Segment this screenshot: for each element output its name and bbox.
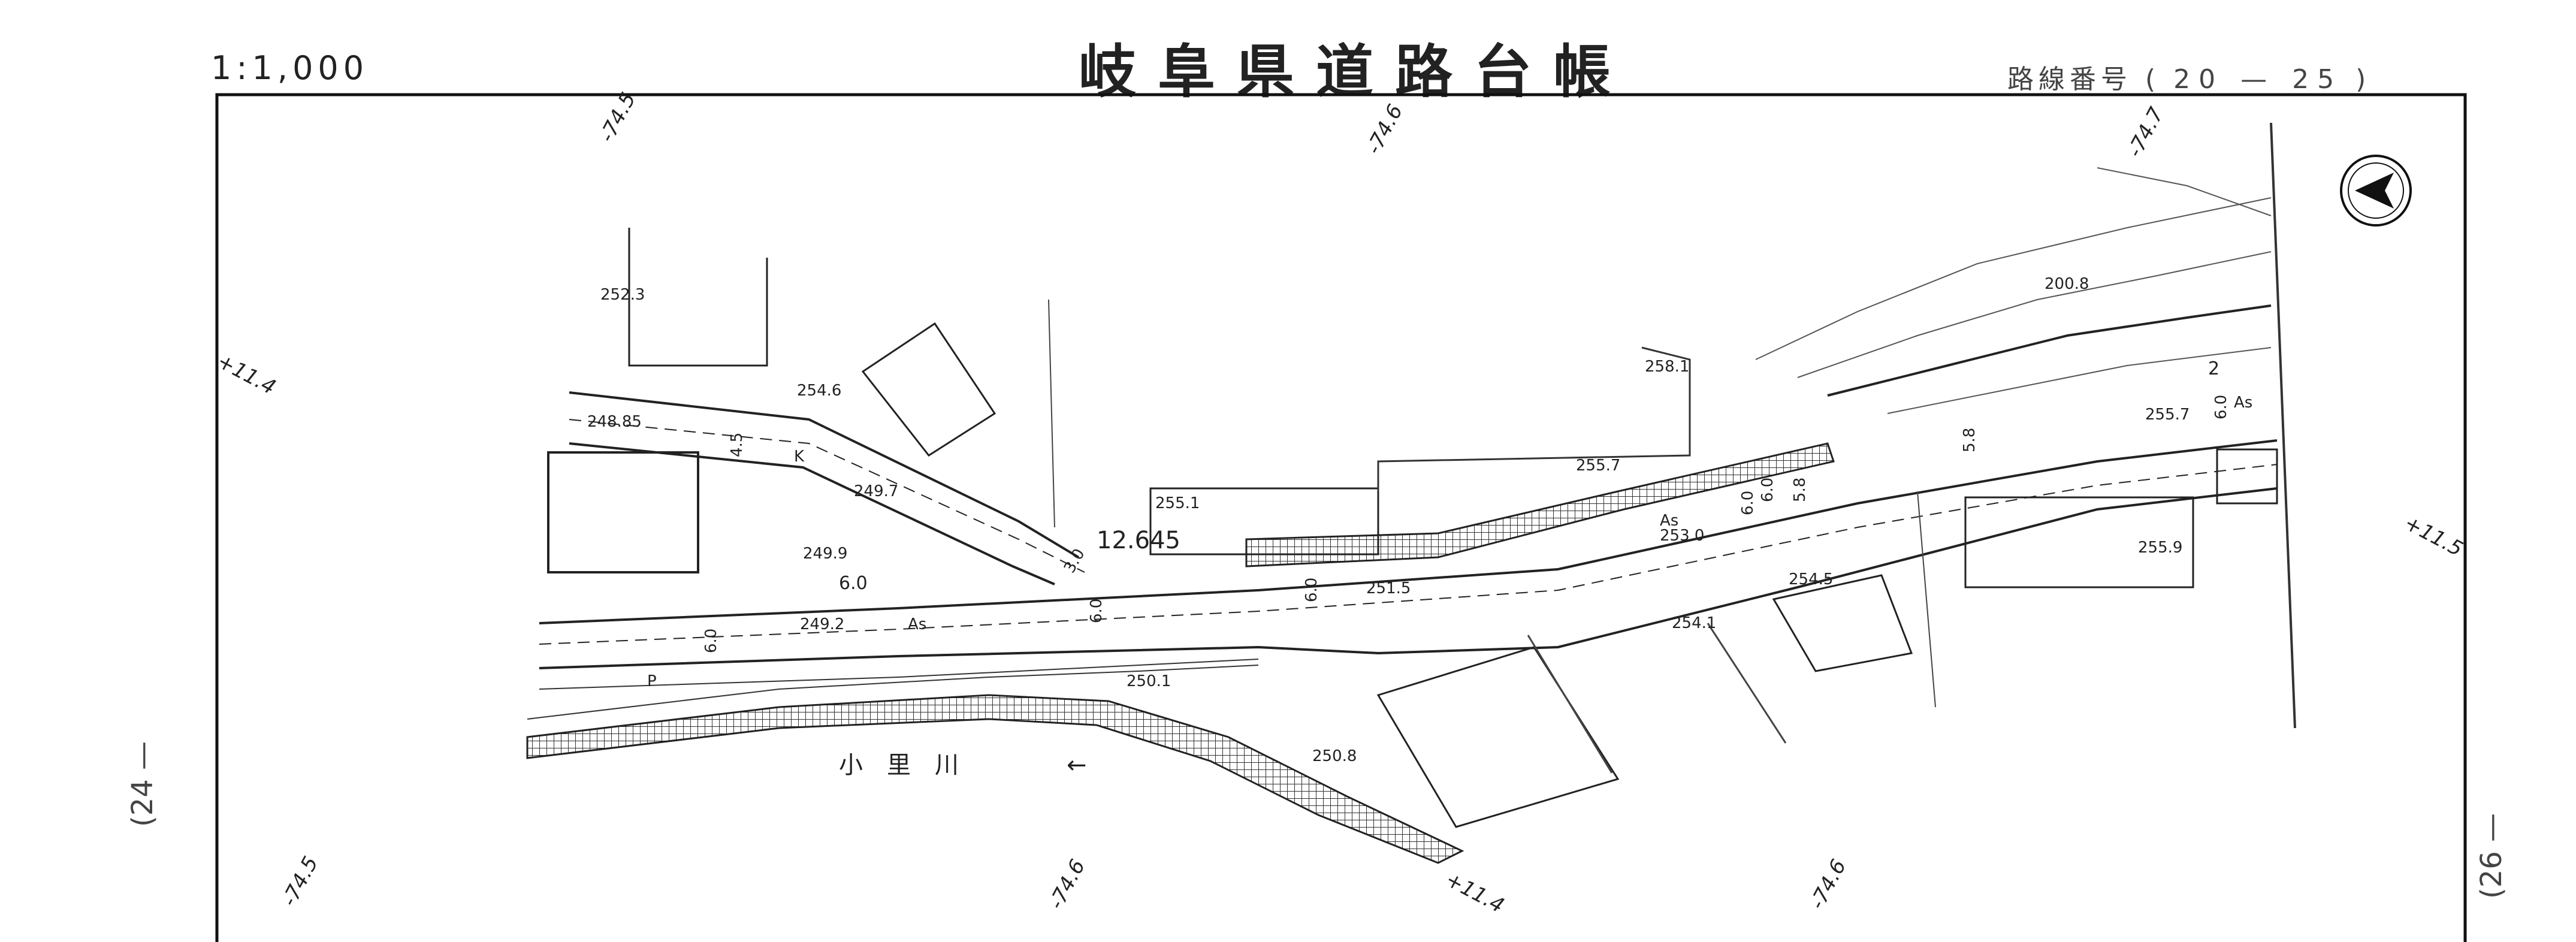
elevation-label: 12.645 xyxy=(1097,527,1180,554)
contour-line xyxy=(1827,304,2272,397)
building-lower-right xyxy=(1772,574,1913,672)
route-label: 路線番号 xyxy=(2007,64,2132,95)
river-flow-arrow: ← xyxy=(1067,751,1087,779)
upper-road-centerline xyxy=(569,419,1085,573)
grid-coord-bottom-1: -74.5 xyxy=(277,853,324,910)
field-boundary xyxy=(1707,623,1787,744)
field-boundary xyxy=(1377,346,1691,491)
field-boundary xyxy=(1527,635,1613,774)
map-frame xyxy=(215,93,2467,942)
retaining-wall-strip xyxy=(1245,442,1835,567)
elevation-label: 258.1 xyxy=(1645,358,1689,376)
elevation-label: 253.0 xyxy=(1660,527,1704,545)
road-label-p: P xyxy=(647,672,657,690)
dimension-label: 6.0 xyxy=(1739,491,1757,515)
main-road-north-edge xyxy=(539,439,2278,624)
upper-road-north-edge xyxy=(569,391,1080,558)
elevation-label: 254.6 xyxy=(797,382,841,400)
building-upper-left xyxy=(628,228,768,367)
grid-coord-left: +11.4 xyxy=(213,349,280,400)
elevation-label: 249.9 xyxy=(803,545,847,563)
building-left xyxy=(547,451,699,573)
grid-coord-right: +11.5 xyxy=(2400,511,2467,561)
main-road-side-line xyxy=(539,659,1259,690)
grid-coord-top-2: -74.6 xyxy=(1362,101,1408,158)
dimension-label: 4.5 xyxy=(728,433,746,457)
road-label-as: As xyxy=(908,615,926,633)
river-band xyxy=(526,694,1464,864)
building-lower-mid xyxy=(1376,646,1620,828)
building-center-row xyxy=(1149,487,1379,555)
field-boundary xyxy=(1917,491,1936,708)
contour-line xyxy=(1887,347,2272,414)
elevation-label: 248.85 xyxy=(587,413,642,431)
route-open-paren: ( xyxy=(2145,64,2161,95)
contour-line xyxy=(1797,251,2272,378)
dimension-label: 6.0 xyxy=(2212,395,2230,419)
contour-line xyxy=(2097,167,2272,216)
road-label-k: K xyxy=(794,448,805,466)
elevation-label: 255.1 xyxy=(1155,494,1200,512)
elevation-label: 250.1 xyxy=(1127,672,1171,690)
elevation-label: 249.2 xyxy=(800,615,844,633)
elevation-label: 251.5 xyxy=(1366,579,1411,597)
elevation-label: 254.5 xyxy=(1789,570,1833,588)
elevation-label: 255.7 xyxy=(2145,406,2190,424)
elevation-label: 252.3 xyxy=(600,286,645,304)
dimension-label: 6.0 xyxy=(1303,578,1321,602)
river-name: 小里川 xyxy=(839,751,983,779)
dimension-label: 2 xyxy=(2208,358,2219,379)
elevation-label: 255.7 xyxy=(1576,457,1620,475)
river-bank-north xyxy=(527,665,1259,720)
field-boundary xyxy=(1048,299,1055,528)
route-number-value: 20 — 25 xyxy=(2173,64,2343,95)
route-number: 路線番号 ( 20 — 25 ) xyxy=(2007,58,2370,96)
grid-coord-bottom-4: -74.6 xyxy=(1805,856,1852,913)
elevation-label: 249.7 xyxy=(854,482,898,500)
building-right-small xyxy=(2216,448,2278,505)
building-diamond xyxy=(861,322,996,457)
right-boundary xyxy=(2270,122,2296,729)
contour-line xyxy=(1755,197,2272,360)
road-label-as: As xyxy=(2234,394,2252,412)
dimension-label: 6.0 xyxy=(702,629,720,653)
map-scale: 1:1,000 xyxy=(211,49,369,87)
elevation-label: 255.9 xyxy=(2138,539,2182,557)
grid-coord-bottom-2: -74.6 xyxy=(1044,856,1091,913)
compass-arrow-icon xyxy=(2340,155,2412,227)
upper-road-south-edge xyxy=(569,442,1055,585)
dimension-label: 5.8 xyxy=(1961,428,1979,452)
dimension-label: 6.0 xyxy=(1759,478,1777,502)
grid-coord-top-1: -74.5 xyxy=(595,89,641,146)
main-road-centerline xyxy=(539,464,2278,645)
spot-height: 6.0 xyxy=(839,573,868,594)
dimension-label: 6.0 xyxy=(1088,599,1106,623)
main-road-south-edge xyxy=(539,487,2278,669)
elevation-label: 200.8 xyxy=(2045,275,2089,293)
grid-coord-bottom-3: +11.4 xyxy=(1442,868,1508,918)
road-label-as: As xyxy=(1660,512,1678,530)
building-right xyxy=(1964,496,2194,588)
dimension-label: 5.8 xyxy=(1791,478,1809,502)
grid-coord-top-3: -74.7 xyxy=(2123,103,2169,161)
elevation-label: 254.1 xyxy=(1672,614,1716,632)
elevation-label: 250.8 xyxy=(1312,747,1357,765)
route-close-paren: ) xyxy=(2355,64,2371,95)
